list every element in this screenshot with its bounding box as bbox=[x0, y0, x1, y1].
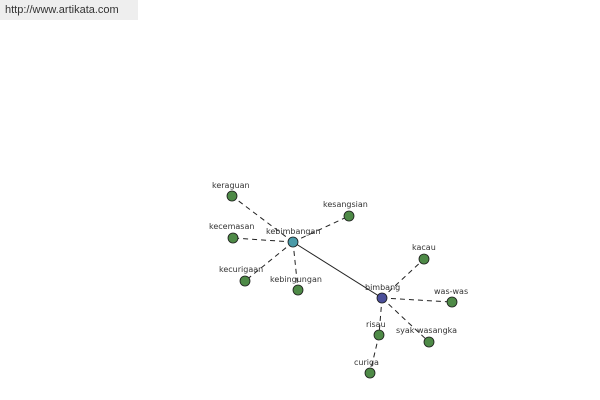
node-bimbang[interactable] bbox=[376, 292, 388, 304]
node-kebimbangan[interactable] bbox=[287, 236, 299, 248]
node-kecemasan[interactable] bbox=[227, 232, 239, 244]
edge-kebimbangan-kesangsian bbox=[292, 215, 350, 243]
edges-layer bbox=[231, 195, 453, 374]
nodes-layer bbox=[226, 190, 458, 379]
node-was-was[interactable] bbox=[446, 296, 458, 308]
node-label-keraguan: keraguan bbox=[212, 181, 250, 190]
edge-kebimbangan-keraguan bbox=[231, 195, 294, 243]
node-label-kecurigaan: kecurigaan bbox=[219, 265, 263, 274]
edge-kebimbangan-bimbang bbox=[292, 241, 383, 299]
node-label-kebingungan: kebingungan bbox=[270, 275, 322, 284]
edge-bimbang-risau bbox=[378, 297, 383, 336]
edge-bimbang-kacau bbox=[381, 258, 425, 299]
edge-kebimbangan-kecurigaan bbox=[244, 241, 294, 282]
node-curiga[interactable] bbox=[364, 367, 376, 379]
node-label-kebimbangan: kebimbangan bbox=[266, 227, 320, 236]
node-label-was-was: was-was bbox=[434, 287, 468, 296]
node-kacau[interactable] bbox=[418, 253, 430, 265]
node-label-kecemasan: kecemasan bbox=[209, 222, 254, 231]
edge-risau-curiga bbox=[369, 334, 380, 374]
node-kesangsian[interactable] bbox=[343, 210, 355, 222]
node-kebingungan[interactable] bbox=[292, 284, 304, 296]
node-label-kacau: kacau bbox=[412, 243, 436, 252]
node-keraguan[interactable] bbox=[226, 190, 238, 202]
labels-layer: kebimbangan bimbang keraguan kecemasan kecur… bbox=[209, 181, 468, 367]
node-risau[interactable] bbox=[373, 329, 385, 341]
node-label-bimbang: bimbang bbox=[365, 283, 400, 292]
node-syak-wasangka[interactable] bbox=[423, 336, 435, 348]
node-kecurigaan[interactable] bbox=[239, 275, 251, 287]
edge-kebimbangan-kecemasan bbox=[232, 237, 294, 243]
edge-kebimbangan-kebingungan bbox=[292, 241, 299, 291]
node-label-risau: risau bbox=[366, 320, 386, 329]
node-label-syak-wasangka: syak wasangka bbox=[396, 326, 457, 335]
node-label-kesangsian: kesangsian bbox=[323, 200, 368, 209]
edge-bimbang-syak-wasangka bbox=[381, 297, 430, 343]
node-label-curiga: curiga bbox=[354, 358, 379, 367]
edge-bimbang-was-was bbox=[381, 297, 453, 303]
source-url-link[interactable]: http://www.artikata.com bbox=[0, 0, 138, 20]
